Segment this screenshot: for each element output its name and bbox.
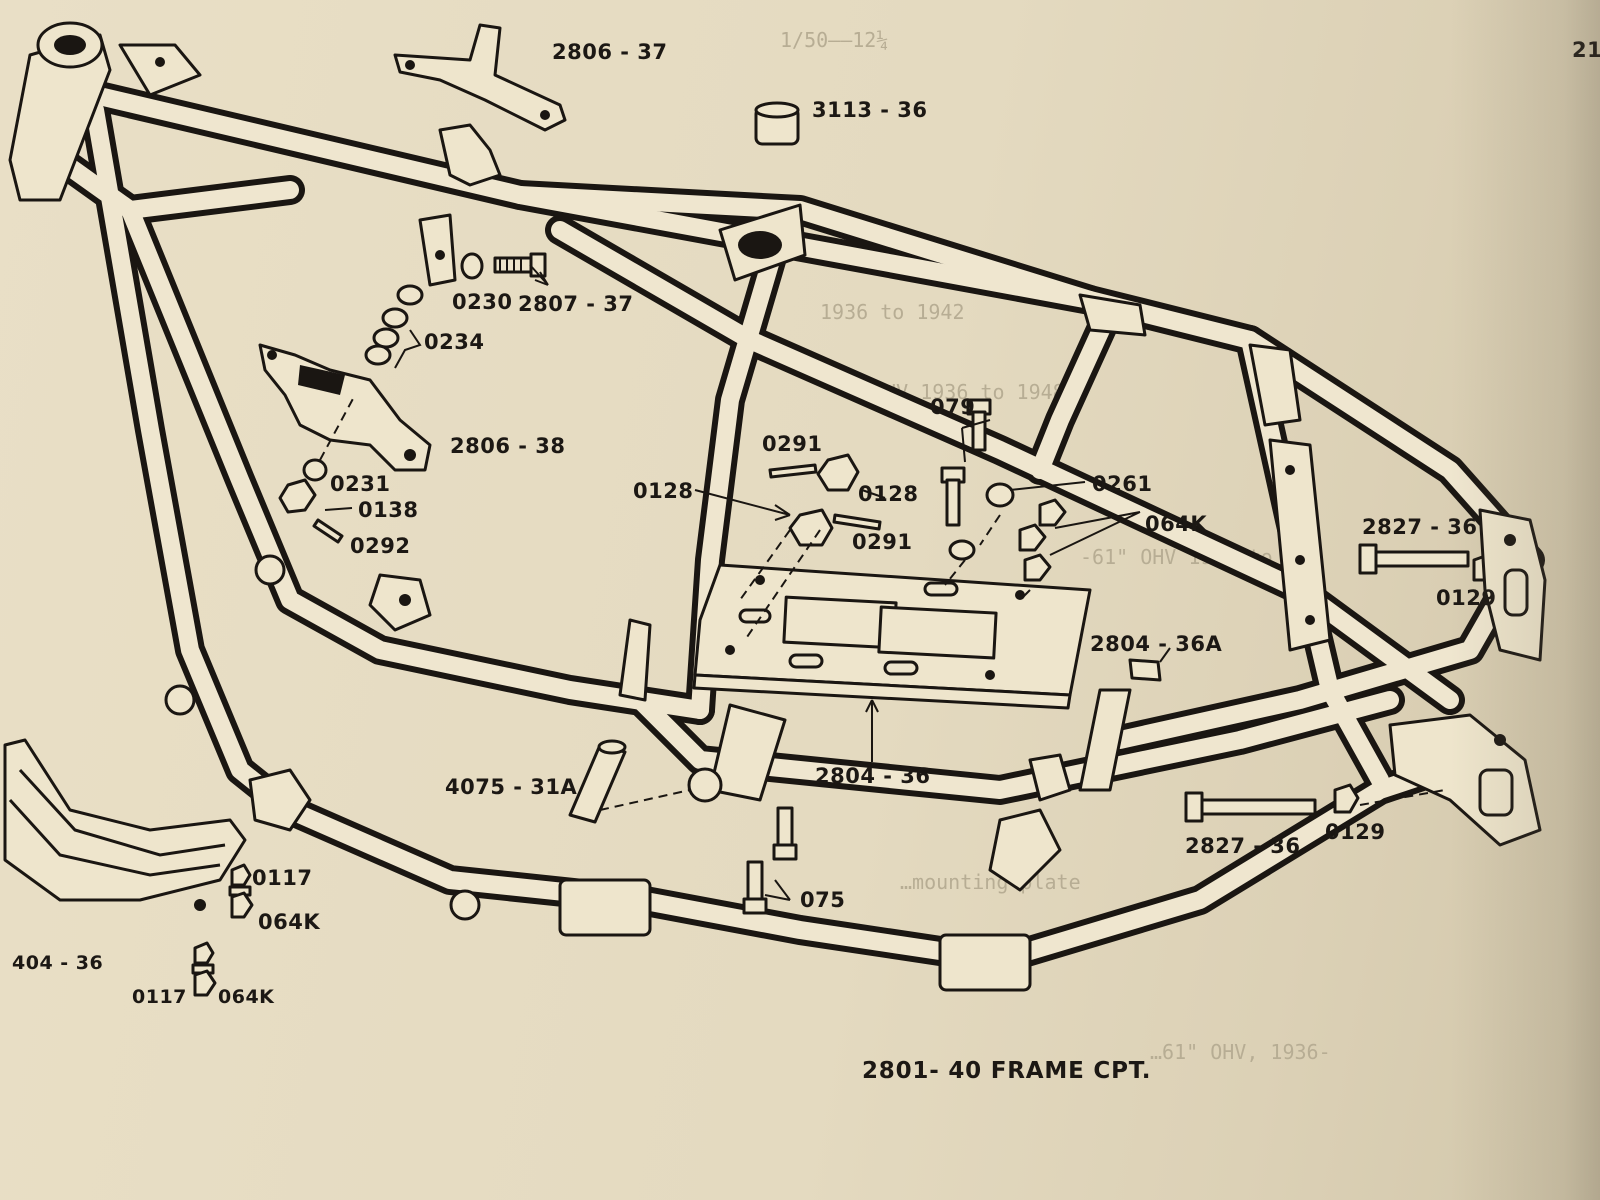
part-0230-washer <box>460 252 484 280</box>
part-2827-36-bolt <box>1184 791 1317 823</box>
callout-2827-36-bottom: 2827 - 36 <box>1185 834 1301 858</box>
rear-axle-plate-upper <box>1478 508 1547 662</box>
part-0291-pin <box>832 513 882 531</box>
page-number-fragment: 21 <box>1572 38 1600 62</box>
diagram-caption: 2801- 40 FRAME CPT. <box>862 1058 1152 1084</box>
leader-lines <box>324 264 1171 901</box>
callout-0230: 0230 <box>452 290 513 314</box>
page-gutter-shadow <box>1450 0 1600 1200</box>
callout-404-36: 404 - 36 <box>12 952 104 974</box>
part-0128-nut <box>816 453 860 492</box>
part-2806-38 <box>258 343 432 472</box>
part-075-bolts <box>742 806 798 915</box>
bleed-through-text: …mounting plate <box>900 870 1081 894</box>
part-2804-36-plate <box>692 563 1092 710</box>
frame-lugs <box>164 203 1332 992</box>
bleed-through-text: 1/50——12¼ <box>780 28 889 52</box>
callout-079: 079 <box>930 395 976 419</box>
callout-2827-36-top: 2827 - 36 <box>1362 515 1478 539</box>
callout-0128-left: 0128 <box>633 479 694 503</box>
callout-0234: 0234 <box>424 330 485 354</box>
part-2827-36-bolt <box>1358 543 1470 575</box>
part-0117-064K-upper <box>228 863 254 919</box>
callout-064K-lower: 064K <box>218 986 275 1008</box>
part-2807-37-bolt <box>493 252 547 278</box>
callout-3113-36: 3113 - 36 <box>812 98 928 122</box>
part-0117-064K-lower <box>191 941 217 997</box>
part-0291-pin <box>768 463 818 479</box>
callout-075: 075 <box>800 888 846 912</box>
bleed-through-text: 1936 to 1942 <box>820 300 965 324</box>
callout-0231: 0231 <box>330 472 391 496</box>
callout-2804-36A: 2804 - 36A <box>1090 632 1223 656</box>
callout-2806-37: 2806 - 37 <box>552 40 668 64</box>
part-0261-lockwasher <box>985 482 1015 508</box>
part-0138-nut <box>278 478 317 514</box>
callout-2804-36: 2804 - 36 <box>815 764 931 788</box>
callout-0128-right: 0128 <box>858 482 919 506</box>
steering-head <box>8 21 202 202</box>
part-0292-pin <box>312 518 344 544</box>
tank-mount-bracket <box>418 123 502 287</box>
callout-0291-top: 0291 <box>762 432 823 456</box>
callout-0117-lower: 0117 <box>132 986 187 1008</box>
part-4075-31A-pin <box>568 739 627 824</box>
part-2804-36A-clip <box>1128 658 1162 682</box>
callout-0261: 0261 <box>1092 472 1153 496</box>
callout-0138: 0138 <box>358 498 419 522</box>
callout-064K-upper: 064K <box>258 910 321 934</box>
callout-0291-mid: 0291 <box>852 530 913 554</box>
bleed-through-text: …61" OHV, 1936- <box>1150 1040 1331 1064</box>
callout-0129-bottom: 0129 <box>1325 820 1386 844</box>
callout-4075-31A: 4075 - 31A <box>445 775 578 799</box>
rear-axle-plate-lower <box>1388 713 1542 847</box>
callout-0292: 0292 <box>350 534 411 558</box>
part-0261-lockwasher <box>948 539 976 561</box>
callout-2807-37: 2807 - 37 <box>518 292 634 316</box>
part-0128-nut <box>788 508 834 547</box>
callout-0129-top: 0129 <box>1436 586 1496 610</box>
part-0234-spacers <box>364 284 424 366</box>
callout-064K-top: 064K <box>1145 512 1208 536</box>
part-064K-nuts <box>1018 498 1067 582</box>
part-3113-36 <box>754 101 800 146</box>
part-404-36-guard <box>3 738 247 911</box>
part-0231-washer <box>302 458 328 482</box>
part-0129-nut <box>1333 783 1360 814</box>
assembly-dashes <box>319 394 1446 811</box>
callout-0117-upper: 0117 <box>252 866 313 890</box>
callout-2806-38: 2806 - 38 <box>450 434 566 458</box>
part-2806-37 <box>393 23 567 132</box>
